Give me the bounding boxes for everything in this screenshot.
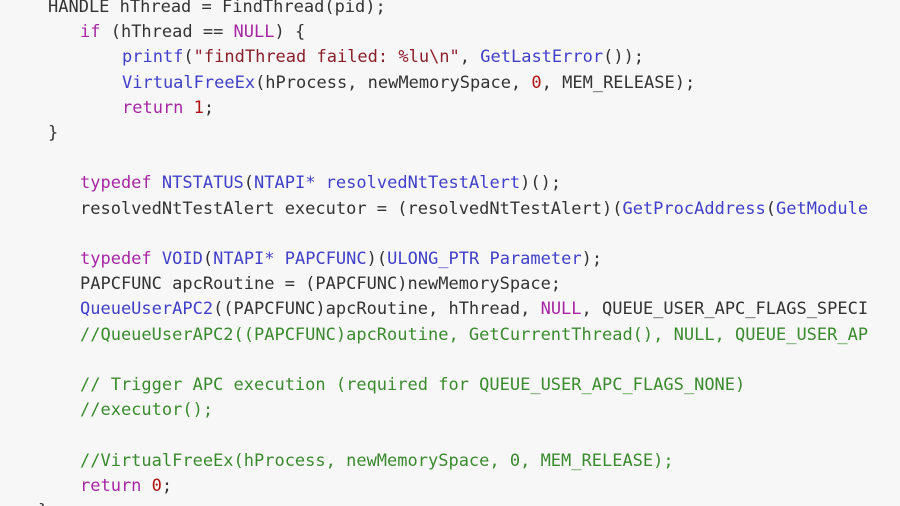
code-token: (hThread ==: [100, 22, 234, 43]
code-token: VOID: [161, 249, 203, 269]
code-token: (: [183, 47, 194, 68]
code-token: NTAPI* PAPCFUNC: [213, 249, 367, 269]
code-token: (: [765, 198, 776, 219]
code-line[interactable]: PAPCFUNC apcRoutine = (PAPCFUNC)newMemor…: [80, 272, 561, 297]
code-token: return: [80, 475, 142, 496]
code-token: (: [243, 173, 255, 194]
code-token: NTAPI* resolvedNtTestAlert: [254, 173, 521, 194]
code-token: PAPCFUNC apcRoutine = (PAPCFUNC)newMemor…: [80, 274, 562, 295]
code-token: , QUEUE_USER_APC_FLAGS_SPECI: [581, 299, 869, 320]
code-line[interactable]: if (hThread == NULL) {: [80, 20, 305, 45]
code-token: );: [581, 249, 603, 269]
code-token: if: [80, 22, 101, 43]
code-token: 0: [151, 475, 162, 496]
code-token: //QueueUserAPC2((PAPCFUNC)apcRoutine, Ge…: [80, 324, 869, 345]
code-token: ());: [603, 47, 645, 68]
code-token: 1: [193, 97, 204, 118]
code-token: GetModule: [776, 198, 869, 219]
code-token: ((PAPCFUNC)apcRoutine, hThread,: [213, 299, 541, 320]
code-token: )(: [366, 249, 388, 269]
code-token: "findThread failed: %lu\n": [193, 47, 460, 68]
code-token: ,: [459, 47, 481, 68]
code-line[interactable]: //VirtualFreeEx(hProcess, newMemorySpace…: [80, 449, 674, 474]
code-token: [141, 476, 151, 496]
code-token: }: [48, 123, 59, 143]
code-token: // Trigger APC execution (required for Q…: [80, 375, 746, 395]
code-line[interactable]: printf("findThread failed: %lu\n", GetLa…: [122, 45, 644, 70]
code-line[interactable]: typedef VOID(NTAPI* PAPCFUNC)(ULONG_PTR …: [80, 247, 602, 272]
code-token: return: [122, 97, 184, 118]
code-token: NULL: [540, 299, 582, 320]
code-token: QueueUserAPC2: [80, 299, 214, 320]
code-token: GetLastError: [480, 47, 604, 68]
code-token: GetProcAddress: [622, 198, 766, 219]
code-token: VirtualFreeEx: [122, 72, 256, 93]
code-token: (hProcess, newMemorySpace,: [255, 72, 532, 93]
code-line[interactable]: typedef NTSTATUS(NTAPI* resolvedNtTestAl…: [80, 171, 561, 196]
code-token: (: [202, 249, 214, 269]
code-line[interactable]: }: [38, 499, 48, 506]
code-line[interactable]: VirtualFreeEx(hProcess, newMemorySpace, …: [122, 71, 695, 96]
code-token: printf: [122, 47, 184, 68]
code-token: ;: [161, 475, 173, 496]
code-token: typedef: [80, 249, 152, 269]
code-token: [152, 173, 162, 193]
code-token: ;: [203, 97, 215, 118]
code-token: }: [38, 501, 48, 506]
code-line[interactable]: HANDLE hThread = FindThread(pid);: [48, 0, 386, 20]
code-token: [152, 249, 162, 269]
code-token: //executor();: [80, 400, 214, 421]
code-line[interactable]: return 1;: [122, 96, 214, 121]
code-line[interactable]: resolvedNtTestAlert executor = (resolved…: [80, 197, 868, 222]
code-token: )();: [520, 173, 562, 194]
code-line[interactable]: QueueUserAPC2((PAPCFUNC)apcRoutine, hThr…: [80, 297, 868, 322]
code-token: typedef: [80, 173, 152, 194]
code-line[interactable]: }: [48, 121, 58, 146]
code-token: HANDLE hThread = FindThread(pid);: [48, 0, 386, 17]
code-line[interactable]: // Trigger APC execution (required for Q…: [80, 373, 745, 398]
code-token: //VirtualFreeEx(hProcess, newMemorySpace…: [80, 450, 674, 471]
code-token: NTSTATUS: [161, 173, 244, 194]
code-line[interactable]: //QueueUserAPC2((PAPCFUNC)apcRoutine, Ge…: [80, 323, 868, 348]
code-line[interactable]: return 0;: [80, 474, 172, 499]
code-token: [183, 98, 193, 118]
code-token: ) {: [274, 22, 306, 43]
code-token: resolvedNtTestAlert executor = (resolved…: [80, 198, 623, 219]
code-line[interactable]: //executor();: [80, 398, 213, 423]
code-token: , MEM_RELEASE);: [541, 72, 696, 93]
code-token: 0: [531, 72, 542, 93]
code-token: NULL: [233, 22, 275, 43]
code-token: ULONG_PTR Parameter: [387, 249, 582, 269]
